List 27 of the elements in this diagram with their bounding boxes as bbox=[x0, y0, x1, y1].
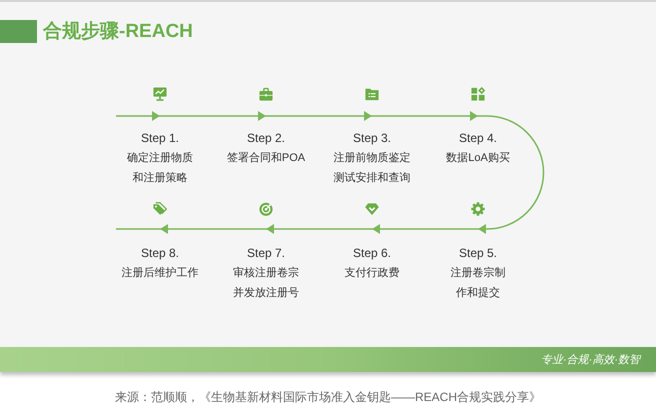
step-description: 签署合同和POA bbox=[226, 151, 306, 166]
step-label: Step 6. bbox=[352, 245, 392, 262]
slide-title: 合规步骤-REACH bbox=[43, 20, 193, 44]
step-description: 审核注册卷宗并发放注册号 bbox=[232, 266, 300, 301]
timeline-arrow bbox=[372, 224, 478, 234]
timeline-arrow bbox=[160, 224, 266, 234]
step-label: Step 5. bbox=[458, 245, 498, 262]
step-label: Step 3. bbox=[352, 130, 392, 147]
step-label: Step 8. bbox=[140, 245, 180, 262]
timeline-arrow bbox=[266, 111, 372, 121]
step-description: 注册后维护工作 bbox=[122, 266, 198, 281]
timeline-arrow bbox=[116, 111, 160, 121]
timeline-arrow bbox=[478, 115, 544, 234]
step-description: 确定注册物质和注册策略 bbox=[126, 150, 194, 186]
step-label: Step 7. bbox=[246, 245, 286, 262]
step-description: 注册前物质鉴定测试安排和查询 bbox=[332, 150, 412, 186]
step-label: Step 1. bbox=[140, 130, 180, 147]
timeline-arrow bbox=[160, 111, 266, 121]
step-description: 支付行政费 bbox=[344, 266, 400, 281]
step-description: 注册卷宗制作和提交 bbox=[450, 266, 506, 301]
step-description: 数据LoA购买 bbox=[446, 151, 510, 166]
step-label: Step 4. bbox=[458, 130, 498, 147]
timeline-arrow bbox=[266, 224, 372, 234]
footer-slogan: 专业·合规·高效·数智 bbox=[541, 352, 640, 366]
timeline-arrow bbox=[372, 111, 478, 121]
source-caption: 来源：范顺顺，《生物基新材料国际市场准入金钥匙——REACH合规实践分享》 bbox=[114, 389, 542, 405]
step-label: Step 2. bbox=[246, 130, 286, 147]
